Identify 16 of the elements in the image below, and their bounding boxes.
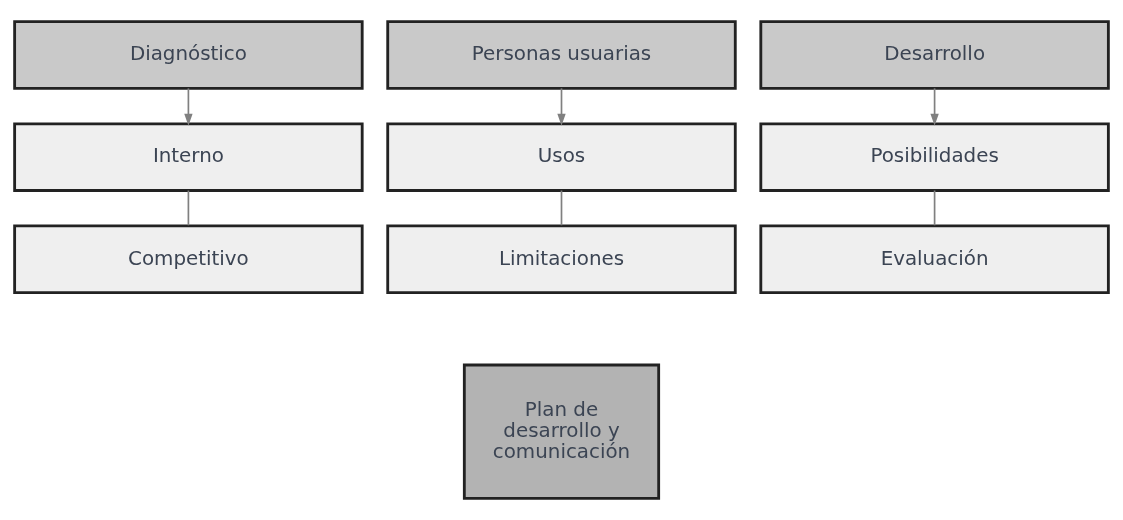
node-box: Competitivo <box>13 224 364 295</box>
arrow <box>930 87 939 126</box>
arrow <box>184 87 193 126</box>
node-box: Desarrollo <box>759 20 1110 90</box>
node-box: Plan de desarrollo y comunicación <box>462 363 661 500</box>
node-box: Personas usuarias <box>386 20 737 90</box>
node-box: Posibilidades <box>759 122 1110 192</box>
node-box: Evaluación <box>759 224 1110 295</box>
connector <box>560 189 563 227</box>
connector <box>187 189 190 227</box>
connector <box>933 189 936 227</box>
node-box: Diagnóstico <box>13 20 364 90</box>
node-box: Limitaciones <box>386 224 737 295</box>
node-box: Interno <box>13 122 364 192</box>
arrow <box>557 87 566 126</box>
node-box: Usos <box>386 122 737 192</box>
